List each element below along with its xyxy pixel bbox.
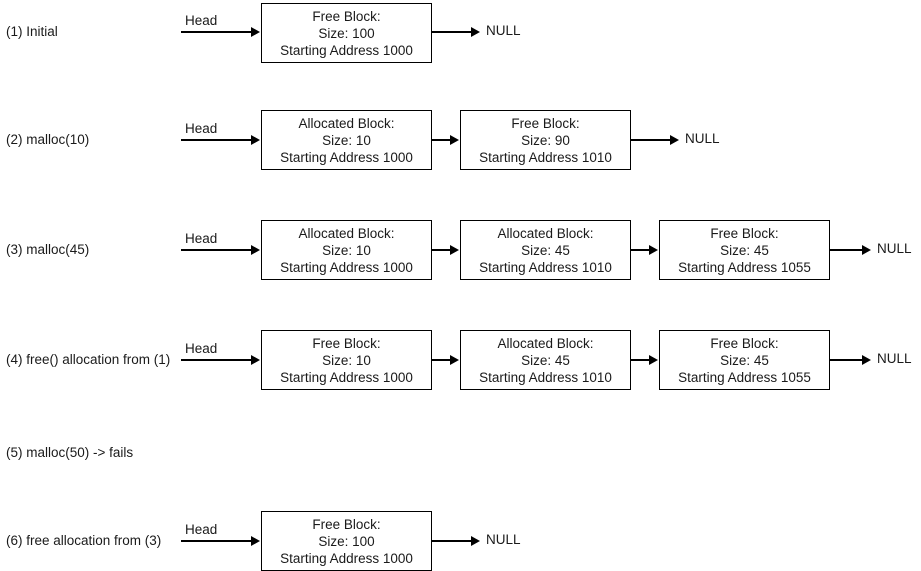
block-address: Starting Address 1000 <box>280 550 413 566</box>
head-label-4: Head <box>185 341 218 356</box>
block-kind: Allocated Block: <box>497 335 594 351</box>
null-label-3: NULL <box>877 241 912 256</box>
null-label-1: NULL <box>486 23 521 38</box>
step-label-5: (5) malloc(50) -> fails <box>6 445 134 460</box>
memory-block-6-1: Free Block: Size: 100 Starting Address 1… <box>261 511 432 571</box>
head-label-3: Head <box>185 231 218 246</box>
memory-block-3-1: Allocated Block: Size: 10 Starting Addre… <box>261 220 432 280</box>
block-kind: Free Block: <box>511 115 580 131</box>
memory-block-2-2: Free Block: Size: 90 Starting Address 10… <box>460 110 631 170</box>
block-kind: Free Block: <box>710 335 779 351</box>
block-kind: Allocated Block: <box>497 225 594 241</box>
step-label-2: (2) malloc(10) <box>6 132 90 147</box>
null-label-6: NULL <box>486 532 521 547</box>
null-arrow-4 <box>830 359 863 361</box>
link-arrow-2-1 <box>432 139 451 141</box>
block-kind: Allocated Block: <box>298 115 395 131</box>
block-size: Size: 100 <box>318 533 375 549</box>
link-arrow-3-1 <box>432 249 451 251</box>
step-label-6: (6) free allocation from (3) <box>6 533 162 548</box>
block-address: Starting Address 1055 <box>678 369 811 385</box>
block-address: Starting Address 1010 <box>479 369 612 385</box>
head-arrow-3 <box>181 249 252 251</box>
block-size: Size: 100 <box>318 25 375 41</box>
block-address: Starting Address 1000 <box>280 369 413 385</box>
null-arrow-6 <box>432 540 472 542</box>
block-address: Starting Address 1055 <box>678 259 811 275</box>
block-kind: Allocated Block: <box>298 225 395 241</box>
block-address: Starting Address 1010 <box>479 259 612 275</box>
block-kind: Free Block: <box>312 8 381 24</box>
block-size: Size: 10 <box>322 242 371 258</box>
head-arrow-2 <box>181 139 252 141</box>
head-label-2: Head <box>185 121 218 136</box>
block-size: Size: 45 <box>720 352 769 368</box>
link-arrow-4-1 <box>432 359 451 361</box>
block-address: Starting Address 1000 <box>280 42 413 58</box>
head-arrow-6 <box>181 540 252 542</box>
link-arrow-4-2 <box>631 359 650 361</box>
memory-block-2-1: Allocated Block: Size: 10 Starting Addre… <box>261 110 432 170</box>
memory-block-3-3: Free Block: Size: 45 Starting Address 10… <box>659 220 830 280</box>
null-arrow-3 <box>830 249 863 251</box>
block-size: Size: 45 <box>521 242 570 258</box>
head-arrow-4 <box>181 359 252 361</box>
null-label-4: NULL <box>877 351 912 366</box>
block-size: Size: 45 <box>521 352 570 368</box>
link-arrow-3-2 <box>631 249 650 251</box>
step-label-4: (4) free() allocation from (1) <box>6 352 171 367</box>
block-size: Size: 90 <box>521 132 570 148</box>
block-address: Starting Address 1000 <box>280 149 413 165</box>
null-label-2: NULL <box>685 131 720 146</box>
block-size: Size: 45 <box>720 242 769 258</box>
step-label-3: (3) malloc(45) <box>6 242 90 257</box>
block-size: Size: 10 <box>322 352 371 368</box>
block-kind: Free Block: <box>312 516 381 532</box>
block-address: Starting Address 1000 <box>280 259 413 275</box>
step-label-1: (1) Initial <box>6 24 58 39</box>
null-arrow-2 <box>631 139 671 141</box>
block-address: Starting Address 1010 <box>479 149 612 165</box>
memory-block-4-1: Free Block: Size: 10 Starting Address 10… <box>261 330 432 390</box>
memory-block-4-3: Free Block: Size: 45 Starting Address 10… <box>659 330 830 390</box>
head-label-6: Head <box>185 522 218 537</box>
head-label-1: Head <box>185 13 218 28</box>
block-size: Size: 10 <box>322 132 371 148</box>
memory-block-1-1: Free Block: Size: 100 Starting Address 1… <box>261 3 432 63</box>
memory-block-4-2: Allocated Block: Size: 45 Starting Addre… <box>460 330 631 390</box>
block-kind: Free Block: <box>710 225 779 241</box>
head-arrow-1 <box>181 31 252 33</box>
null-arrow-1 <box>432 31 472 33</box>
block-kind: Free Block: <box>312 335 381 351</box>
memory-block-3-2: Allocated Block: Size: 45 Starting Addre… <box>460 220 631 280</box>
